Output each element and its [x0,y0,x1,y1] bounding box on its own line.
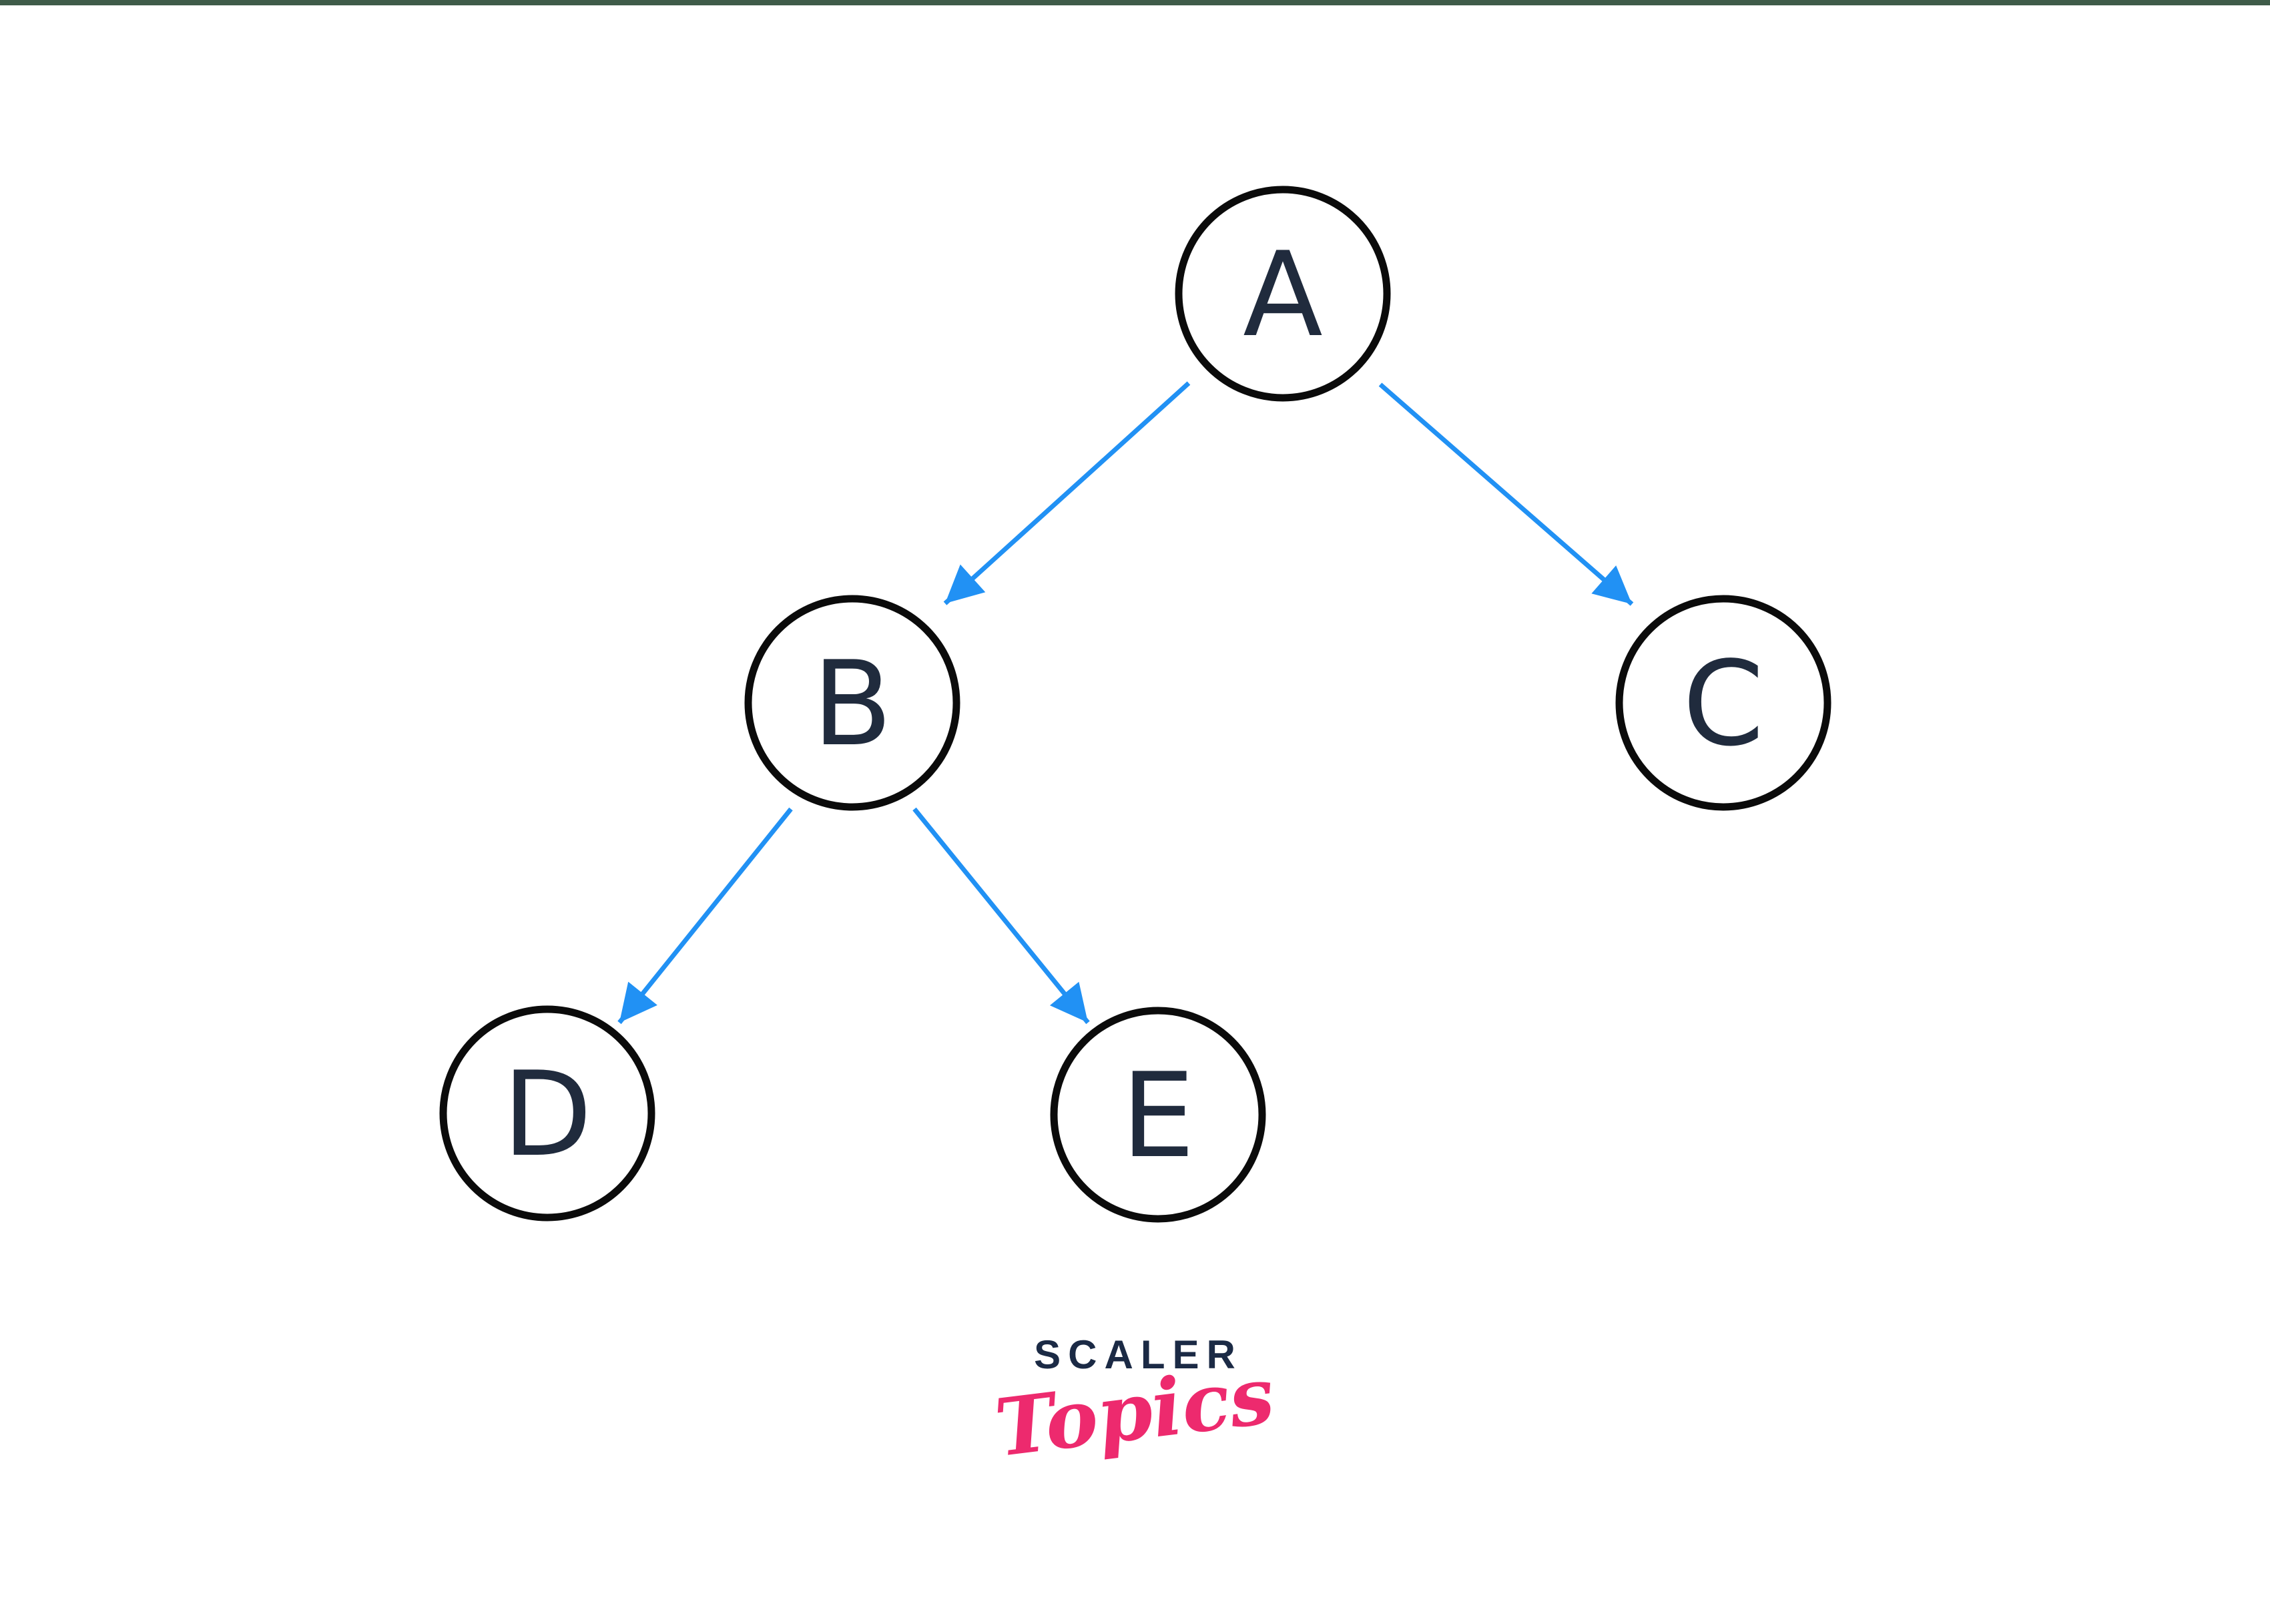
node-c-circle [1615,595,1831,811]
node-d: D [439,1005,655,1222]
node-d-circle [439,1005,655,1222]
node-c-label: C [1683,637,1764,772]
edge-b-d [617,807,793,1025]
node-a-circle [1175,186,1391,402]
node-b-circle [744,595,960,811]
logo-primary-text: SCALER [1034,1332,1243,1377]
node-e-circle [1050,1007,1266,1223]
node-e: E [1050,1007,1266,1223]
node-d-label: D [503,1047,593,1183]
node-a-label: A [1243,228,1323,363]
edge-b-e [912,807,1090,1025]
scaler-topics-logo: SCALER Topics [961,1332,1308,1474]
node-c: C [1615,595,1831,811]
node-e-label: E [1121,1049,1195,1184]
node-b-label: B [812,637,892,772]
edge-a-c [1378,382,1634,606]
top-border-bar [0,0,2270,5]
node-b: B [744,595,960,811]
edge-a-b [943,381,1191,605]
node-a: A [1175,186,1391,402]
